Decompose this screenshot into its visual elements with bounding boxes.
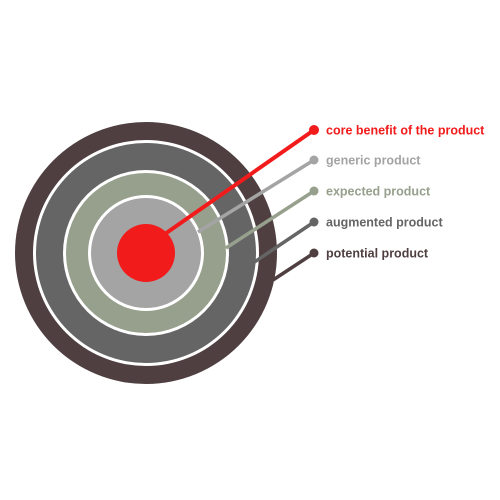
rings — [15, 122, 277, 384]
leader-lines — [160, 125, 319, 282]
leader-dot-augmented-product — [309, 217, 319, 227]
leader-dot-potential-product — [309, 248, 319, 258]
leader-line-potential-product — [272, 251, 315, 282]
leader-line-core-benefit — [160, 128, 316, 238]
labels: core benefit of the product generic prod… — [326, 124, 485, 261]
leader-line-augmented-product — [252, 220, 315, 265]
leader-dot-core-benefit — [309, 125, 319, 135]
leader-line-expected-product — [225, 189, 315, 250]
leader-line-generic-product — [197, 158, 315, 234]
label-augmented-product: augmented product — [326, 216, 444, 230]
leader-dot-expected-product — [309, 186, 319, 196]
leader-dot-generic-product — [309, 155, 319, 165]
label-core-benefit: core benefit of the product — [326, 124, 485, 138]
label-expected-product: expected product — [326, 185, 431, 199]
label-potential-product: potential product — [326, 247, 429, 261]
label-generic-product: generic product — [326, 154, 421, 168]
ring-core-benefit — [117, 224, 175, 282]
